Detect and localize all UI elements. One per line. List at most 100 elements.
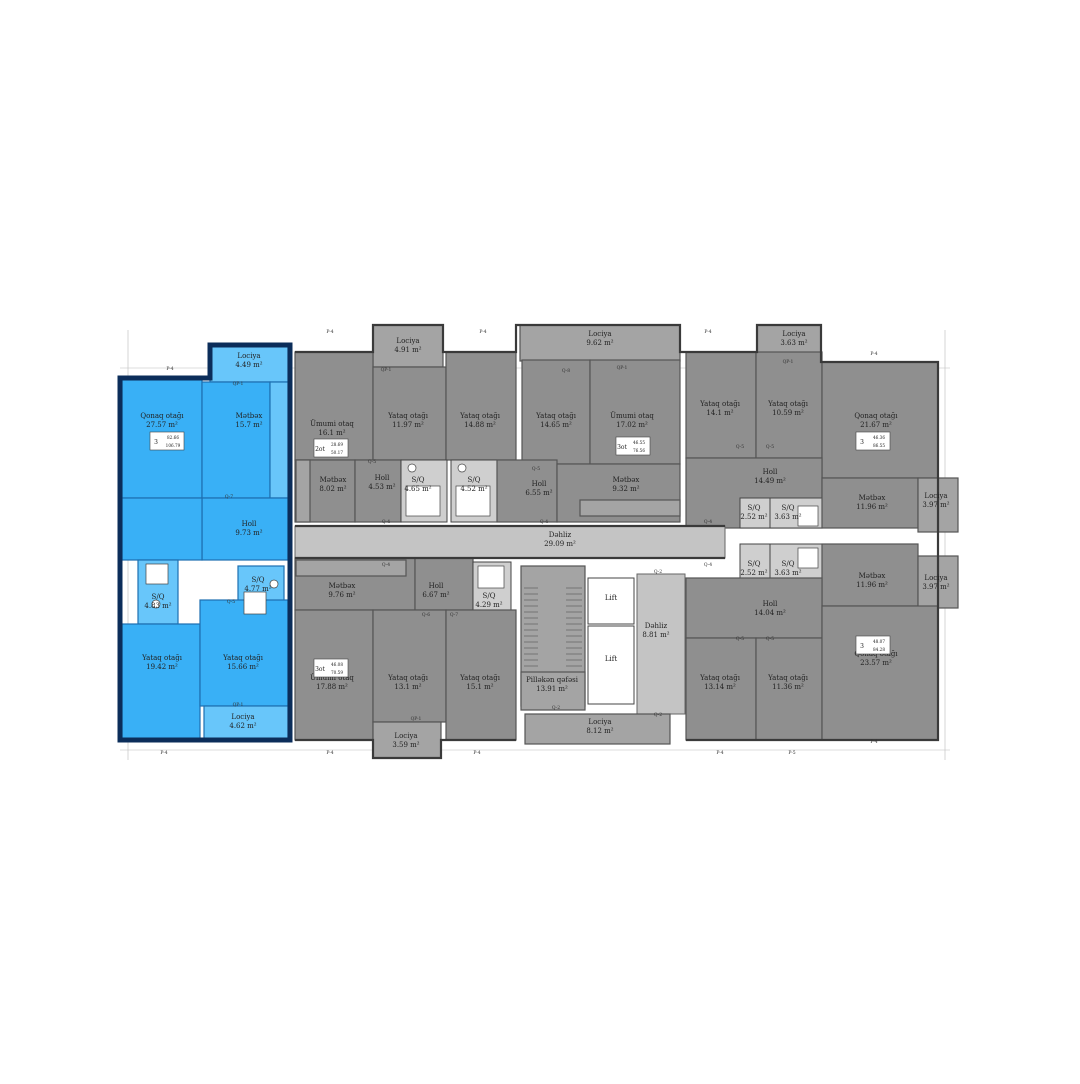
unit-area-living: 28.69 [331, 442, 343, 447]
room-lociya-491[interactable] [372, 324, 444, 368]
room-lociya-bottom-sel[interactable] [203, 705, 289, 741]
marker-p4-d: P-4 [704, 329, 711, 335]
room-yataq-151[interactable] [445, 609, 517, 741]
room-area-loc_363: 3.63 m² [780, 339, 807, 347]
room-area-holl_453: 4.53 m² [368, 483, 395, 491]
room-name-holl_667: Holl [429, 582, 445, 590]
room-metbex-1196a[interactable] [821, 477, 919, 529]
kitchen-counter-932 [579, 499, 681, 517]
marker-qp1-d: QP-1 [783, 359, 794, 365]
room-dehliz-2909[interactable] [294, 525, 726, 559]
unit-area-living: 46.55 [633, 440, 645, 445]
selected-apartment[interactable] [117, 342, 293, 743]
room-sq-252b[interactable] [739, 543, 771, 579]
unit-rooms: 2ot [315, 446, 325, 453]
room-dehliz-881[interactable] [636, 573, 686, 715]
unit-rooms: 3 [860, 439, 864, 446]
room-area-sq_452: 4.52 m² [460, 485, 487, 493]
room-qonaq-2357[interactable] [821, 605, 939, 741]
marker-q5-f: Q-5 [368, 459, 376, 465]
room-holl-453[interactable] [354, 459, 402, 523]
room-area-metbex_sel: 15.7 m² [235, 421, 262, 429]
room-metbex-sel[interactable] [201, 381, 271, 499]
room-area-qonaq_2167: 21.67 m² [860, 421, 892, 429]
room-yataq-1197[interactable] [372, 366, 447, 461]
room-area-metbex_1196a: 11.96 m² [856, 503, 888, 511]
room-area-yataq_1136: 11.36 m² [772, 683, 804, 691]
unit-rooms: 3 [860, 643, 864, 650]
unit-rooms: 3ot [617, 444, 627, 451]
room-yataq-1059[interactable] [755, 351, 823, 459]
unit-area-living: 46.08 [331, 662, 343, 667]
room-name-loc_812: Lociya [588, 718, 611, 726]
room-area-dehliz_881: 8.81 m² [642, 631, 669, 639]
room-sq-252a[interactable] [739, 497, 771, 529]
room-name-yataq_sel_r: Yataq otağı [222, 654, 264, 662]
fixtures [145, 463, 819, 615]
room-name-loc_397a: Lociya [924, 492, 947, 500]
marker-p4-j: P-4 [870, 739, 877, 745]
room-holl-sel[interactable] [201, 497, 289, 561]
room-lociya-812[interactable] [524, 713, 671, 745]
room-area-yataq_1314: 13.14 m² [704, 683, 736, 691]
lift-1[interactable] [587, 577, 635, 625]
room-holl-667[interactable] [414, 557, 474, 611]
room-yataq-sel-right[interactable] [199, 599, 289, 707]
room-yataq-1488[interactable] [445, 351, 517, 461]
room-metbex-1196b[interactable] [821, 543, 919, 607]
unit-area-total: 106.79 [166, 443, 181, 448]
marker-p4-g: P-4 [326, 750, 333, 756]
room-area-yataq_sel_l: 19.42 m² [146, 663, 178, 671]
room-holl-1404[interactable] [685, 577, 823, 639]
room-name-sq_363b: S/Q [782, 560, 795, 568]
unit-box-frame [313, 438, 349, 458]
marker-qp1-f: QP-1 [411, 716, 422, 722]
room-lociya-359[interactable] [372, 721, 442, 759]
room-pilleken-1391[interactable] [520, 671, 586, 711]
marker-p4-e: P-4 [870, 351, 877, 357]
room-name-sq_sel_r: S/Q [252, 576, 265, 584]
room-name-sq_252a: S/Q [748, 504, 761, 512]
room-name-holl_1449: Holl [763, 468, 779, 476]
room-yataq-sel-left[interactable] [121, 623, 201, 741]
room-area-sq_252b: 2.52 m² [740, 569, 767, 577]
walls [295, 323, 940, 760]
room-qonaq-2167[interactable] [821, 361, 939, 479]
other-apartments [294, 324, 959, 759]
marker-p4-a: P-4 [166, 366, 173, 372]
room-name-yataq_131: Yataq otağı [387, 674, 429, 682]
room-area-sq_363a: 3.63 m² [774, 513, 801, 521]
unit-rooms: 3 [154, 439, 158, 446]
unit-box-frame [313, 658, 349, 678]
room-name-umumi_161: Ümumi otaq [310, 419, 354, 428]
room-name-loc_397b: Lociya [924, 574, 947, 582]
room-name-holl_453: Holl [375, 474, 391, 482]
room-yataq-131[interactable] [372, 609, 447, 723]
room-area-umumi_161: 16.1 m² [318, 429, 345, 437]
unit-area-living: 48.07 [873, 639, 885, 644]
lift-2[interactable] [587, 625, 635, 705]
room-name-yataq_1136: Yataq otağı [767, 674, 809, 682]
room-area-dehliz_2909: 29.09 m² [544, 540, 576, 548]
marker-q4-c: Q-4 [704, 519, 712, 525]
axis-markers: P-4 P-4 P-4 P-4 P-4 P-4 P-4 P-4 P-4 P-5 … [160, 329, 877, 756]
marker-p4-f: P-4 [160, 750, 167, 756]
room-name-sq_465: S/Q [412, 476, 425, 484]
unit-area-living: 82.66 [167, 435, 179, 440]
room-name-metbex_802: Mətbəx [320, 476, 347, 484]
room-area-holl_1404: 14.04 m² [754, 609, 786, 617]
room-holl-655[interactable] [496, 459, 558, 523]
room-area-sq_465: 4.65 m² [404, 485, 431, 493]
room-name-metbex_932: Mətbəx [613, 476, 640, 484]
room-yataq-1136[interactable] [755, 637, 823, 741]
marker-p4-h: P-4 [473, 750, 480, 756]
room-name-sq_429: S/Q [483, 592, 496, 600]
marker-q5-e: Q-5 [227, 599, 235, 605]
unit-box-frame [615, 436, 651, 456]
room-name-yataq_1197: Yataq otağı [387, 412, 429, 420]
room-name-loc_bot_sel: Lociya [231, 713, 254, 721]
room-area-pilleken_1391: 13.91 m² [536, 685, 568, 693]
room-lociya-top-sel[interactable] [209, 345, 289, 383]
